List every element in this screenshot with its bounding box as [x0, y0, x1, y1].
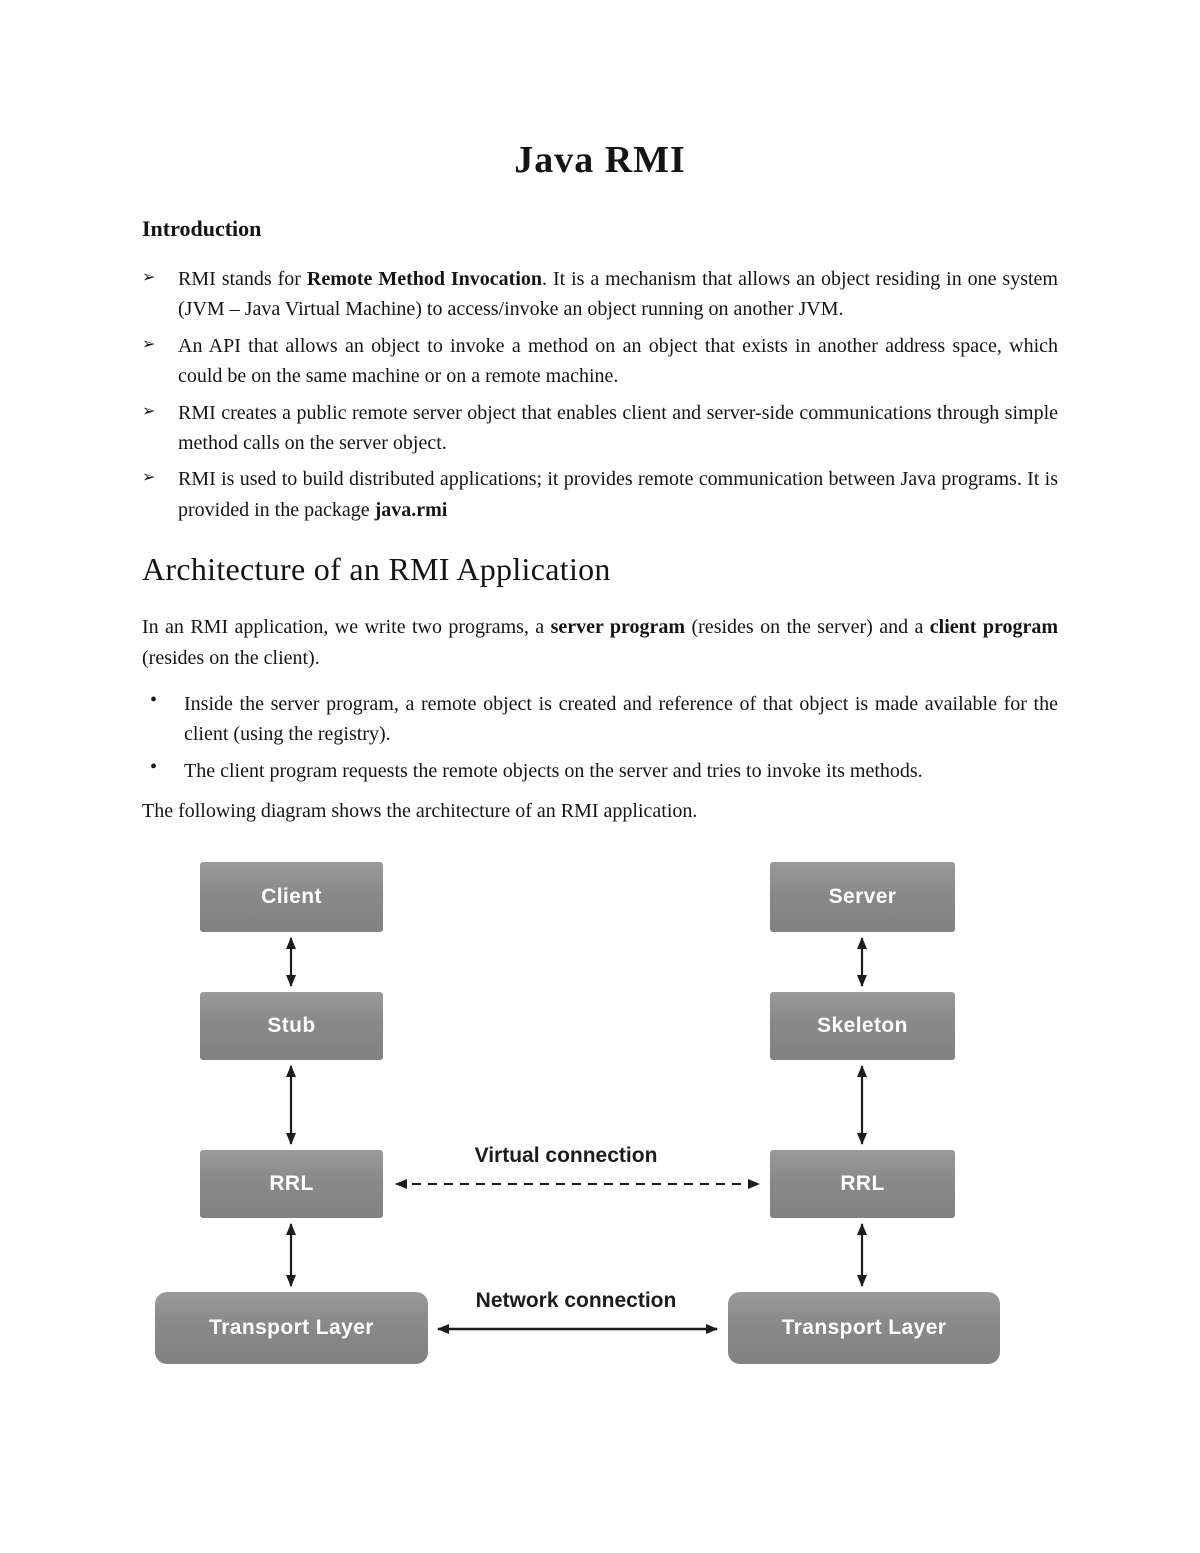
bullet-text: Inside the server program, a remote obje…: [184, 692, 1058, 746]
text-run: (resides on the client).: [142, 646, 320, 669]
architecture-heading: Architecture of an RMI Application: [142, 551, 611, 588]
architecture-bullet-list: • Inside the server program, a remote ob…: [142, 689, 1058, 786]
transport-layer-box-left: Transport Layer: [155, 1292, 428, 1365]
diagram-arrows: [286, 937, 867, 1335]
list-item: • Inside the server program, a remote ob…: [142, 689, 1058, 750]
arrow-bullet-icon: ➢: [142, 269, 156, 286]
bullet-text: The client program requests the remote o…: [184, 759, 923, 782]
text-run: In an RMI application, we write two prog…: [142, 616, 551, 639]
arrow-bullet-icon: ➢: [142, 335, 156, 353]
arrow-bullet-icon: ➢: [142, 402, 156, 420]
text-run: RMI stands for: [178, 268, 307, 290]
list-item: ➢ An API that allows an object to invoke…: [142, 331, 1058, 392]
bold-text-run: java.rmi: [374, 498, 448, 521]
skeleton-box: Skeleton: [770, 992, 955, 1061]
server-box: Server: [770, 862, 955, 933]
virtual-connection-label: Virtual connection: [474, 1144, 658, 1168]
network-connection-label: Network connection: [475, 1289, 677, 1313]
text-run: RMI is used to build distributed applica…: [178, 468, 1058, 521]
dot-bullet-icon: •: [150, 688, 158, 711]
architecture-intro-paragraph: In an RMI application, we write two prog…: [142, 612, 1058, 673]
diagram-caption: The following diagram shows the architec…: [142, 800, 698, 823]
dot-bullet-icon: •: [150, 755, 158, 778]
text-run: RMI creates a public remote server objec…: [178, 401, 1058, 454]
bullet-text: RMI creates a public remote server objec…: [178, 398, 1058, 459]
list-item: ➢ RMI is used to build distributed appli…: [142, 464, 1058, 525]
introduction-heading: Introduction: [142, 216, 262, 241]
bold-text-run: server program: [550, 616, 686, 639]
bold-text-run: client program: [929, 616, 1059, 639]
page-title: Java RMI: [514, 139, 686, 181]
list-item: ➢ RMI creates a public remote server obj…: [142, 398, 1058, 459]
introduction-bullet-list: ➢ RMI stands for Remote Method Invocatio…: [142, 264, 1058, 525]
bullet-text: RMI stands for Remote Method Invocation.…: [178, 264, 1058, 325]
bullet-text: RMI is used to build distributed applica…: [178, 464, 1058, 525]
text-run: An API that allows an object to invoke a…: [178, 334, 1058, 388]
text-run: . It is a mechanism that allows an objec…: [178, 268, 1058, 321]
list-item: ➢ RMI stands for Remote Method Invocatio…: [142, 264, 1058, 325]
arrow-bullet-icon: ➢: [142, 469, 156, 487]
transport-layer-box-right: Transport Layer: [728, 1292, 1000, 1365]
bullet-text: An API that allows an object to invoke a…: [178, 331, 1058, 392]
client-box: Client: [200, 862, 383, 933]
text-run: (resides on the server) and a: [685, 616, 930, 639]
stub-box: Stub: [200, 992, 383, 1061]
list-item: • The client program requests the remote…: [142, 756, 1058, 786]
rrl-box-right: RRL: [770, 1150, 955, 1219]
bold-text-run: Remote Method Invocation: [306, 268, 543, 290]
rmi-architecture-diagram: Client Server Stub Skeleton RRL RRL Tran…: [0, 852, 1200, 1422]
rrl-box-left: RRL: [200, 1150, 383, 1219]
